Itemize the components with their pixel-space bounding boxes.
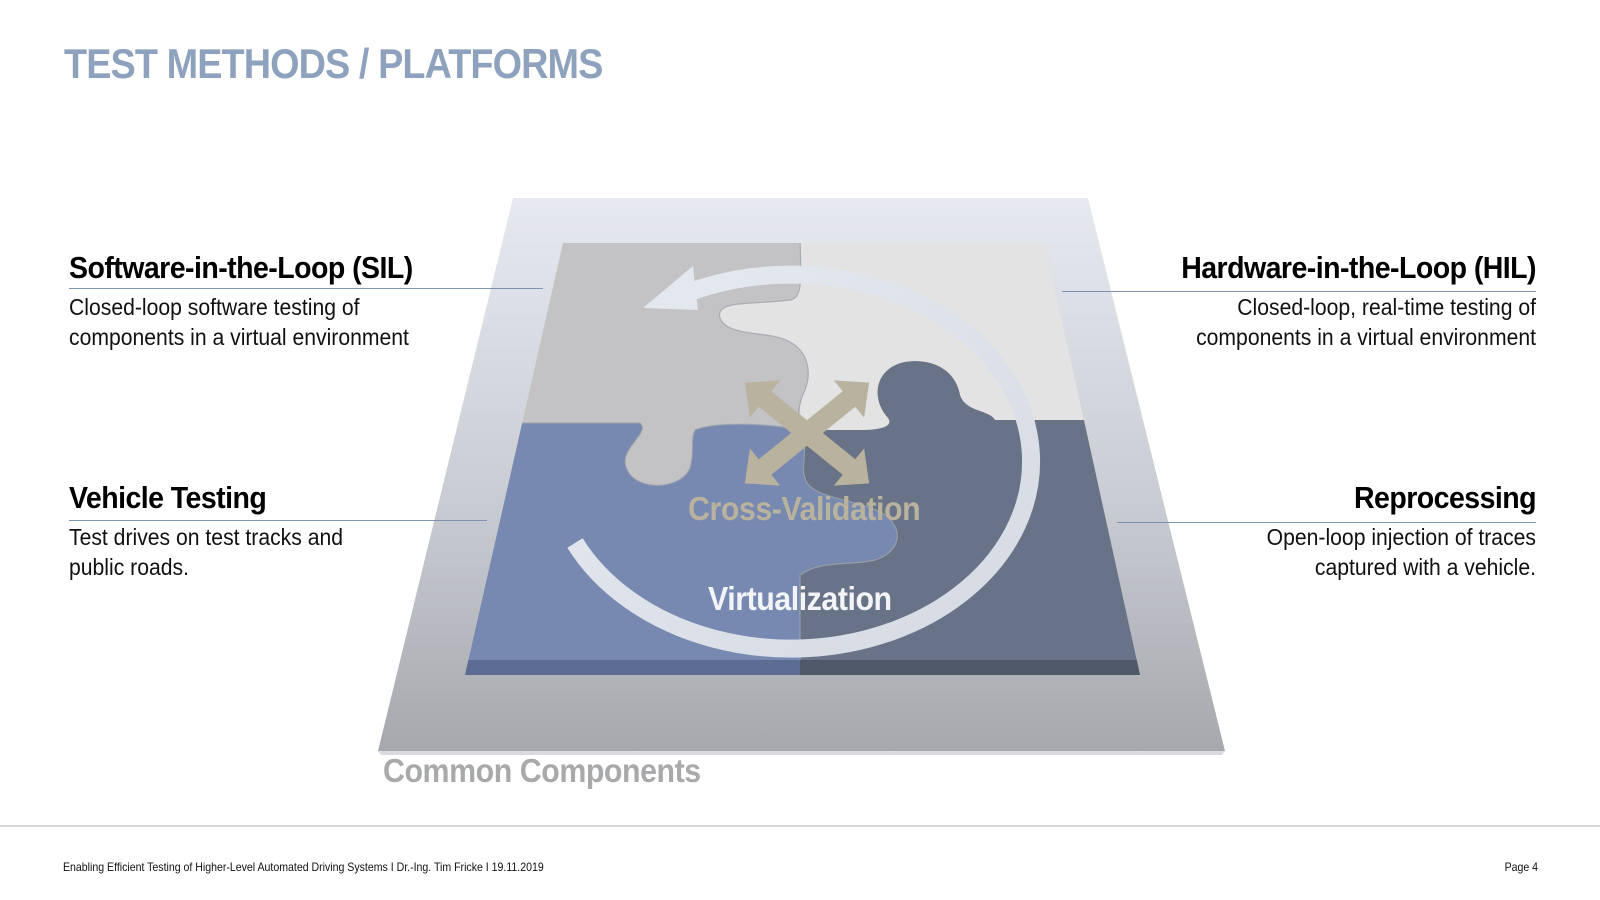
sil-title: Software-in-the-Loop (SIL): [69, 250, 413, 285]
virtualization-label: Virtualization: [708, 580, 892, 617]
virtualization-arrowhead: [643, 266, 698, 310]
base-edge: [378, 751, 1225, 755]
cross-validation-label: Cross-Validation: [688, 490, 921, 527]
page-number: Page 4: [1504, 860, 1538, 874]
vehicle-testing-puzzle-piece: [465, 423, 898, 675]
sil-description: Closed-loop software testing of componen…: [69, 292, 455, 352]
vehicle-connector-line: [69, 520, 487, 521]
footer-text: Enabling Efficient Testing of Higher-Lev…: [63, 860, 544, 874]
reprocessing-block: Reprocessing Open-loop injection of trac…: [1116, 480, 1537, 582]
hil-desc-line-2: components in a virtual environment: [1196, 324, 1536, 350]
sil-desc-line-2: components in a virtual environment: [69, 324, 409, 350]
vehicle-desc-line-2: public roads.: [69, 554, 189, 580]
sil-desc-line-1: Closed-loop software testing of: [69, 294, 360, 320]
hil-title: Hardware-in-the-Loop (HIL): [1181, 250, 1536, 285]
vehicle-testing-description: Test drives on test tracks and public ro…: [69, 522, 455, 582]
reprocessing-puzzle-piece: [800, 361, 1140, 675]
vehicle-desc-line-1: Test drives on test tracks and: [69, 524, 344, 550]
vehicle-testing-block: Vehicle Testing Test drives on test trac…: [69, 480, 489, 582]
reprocessing-desc-line-1: Open-loop injection of traces: [1266, 524, 1536, 550]
reprocessing-description: Open-loop injection of traces captured w…: [1150, 522, 1536, 582]
cross-validation-arrows-icon: [744, 380, 870, 486]
reprocessing-title: Reprocessing: [1354, 480, 1537, 515]
reprocessing-connector-line: [1117, 522, 1536, 523]
reprocessing-desc-line-2: captured with a vehicle.: [1314, 554, 1536, 580]
sil-block: Software-in-the-Loop (SIL) Closed-loop s…: [69, 250, 489, 352]
puzzle-seams: [465, 243, 898, 675]
hil-desc-line-1: Closed-loop, real-time testing of: [1237, 294, 1536, 320]
common-components-label: Common Components: [383, 752, 701, 789]
hil-connector-line: [1062, 291, 1536, 292]
board-front-edge-right: [800, 660, 1140, 675]
hil-block: Hardware-in-the-Loop (HIL) Closed-loop, …: [1116, 250, 1536, 352]
hil-description: Closed-loop, real-time testing of compon…: [1150, 292, 1536, 352]
slide-title: TEST METHODS / PLATFORMS: [64, 40, 603, 87]
virtualization-cycle-arrow: [567, 265, 1041, 658]
vehicle-testing-title: Vehicle Testing: [69, 480, 267, 515]
footer-divider: [0, 825, 1600, 827]
sil-connector-line: [69, 288, 543, 289]
board-front-edge-left: [465, 660, 800, 675]
